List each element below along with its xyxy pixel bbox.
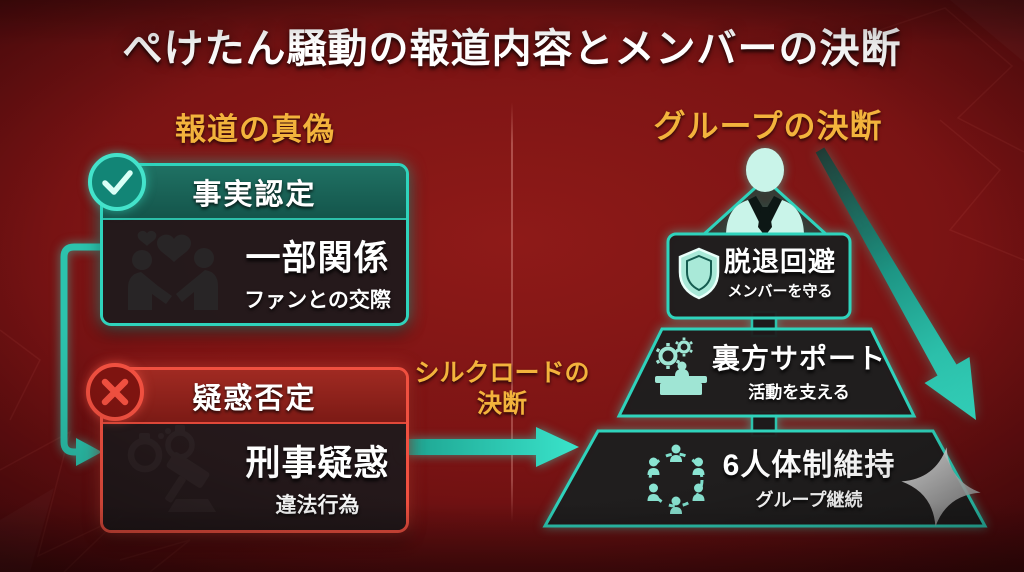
section-divider <box>511 102 513 522</box>
pyramid-level-1-subtitle: メンバーを守る <box>727 283 833 300</box>
silkroad-decision-line1: シルクロードの <box>414 359 590 387</box>
pyramid-level-3-subtitle: グループ継続 <box>755 490 863 510</box>
denial-box: 疑惑否定 刑事疑惑 違法行為 <box>100 367 409 533</box>
fact-box-sub-text: ファンとの交際 <box>244 288 391 312</box>
denial-box-body: 刑事疑惑 違法行為 <box>103 424 406 530</box>
silkroad-decision-label: シルクロードの 決断 <box>403 358 601 420</box>
pyramid-level-2-subtitle: 活動を支える <box>748 383 850 402</box>
check-icon <box>88 153 146 211</box>
denial-box-main-text: 刑事疑惑 <box>245 444 390 483</box>
pyramid-level-3-title: 6人体制維持 <box>722 449 896 482</box>
denial-box-sub-text: 違法行為 <box>275 494 360 517</box>
fact-box-main-text: 一部関係 <box>245 238 390 278</box>
page-title: ぺけたん騒動の報道内容とメンバーの決断 <box>122 27 902 71</box>
pyramid-level-3-text: 6人体制維持 グループ継続 <box>716 449 902 512</box>
pyramid-level-1-title: 脱退回避 <box>724 247 836 277</box>
fact-box-body: 一部関係 ファンとの交際 <box>103 220 406 323</box>
cross-icon <box>86 363 144 421</box>
fact-box-header: 事実認定 <box>103 166 406 220</box>
pyramid-level-2-text: 裏方サポート 活動を支える <box>710 343 888 403</box>
pyramid-level-1-text: 脱退回避 メンバーを守る <box>698 247 862 301</box>
left-section-heading: 報道の真偽 <box>175 112 335 147</box>
silkroad-decision-line2: 決断 <box>476 390 527 418</box>
right-section-heading: グループの決断 <box>653 108 883 144</box>
denial-box-header: 疑惑否定 <box>103 370 406 424</box>
pyramid-level-2-title: 裏方サポート <box>711 343 886 374</box>
